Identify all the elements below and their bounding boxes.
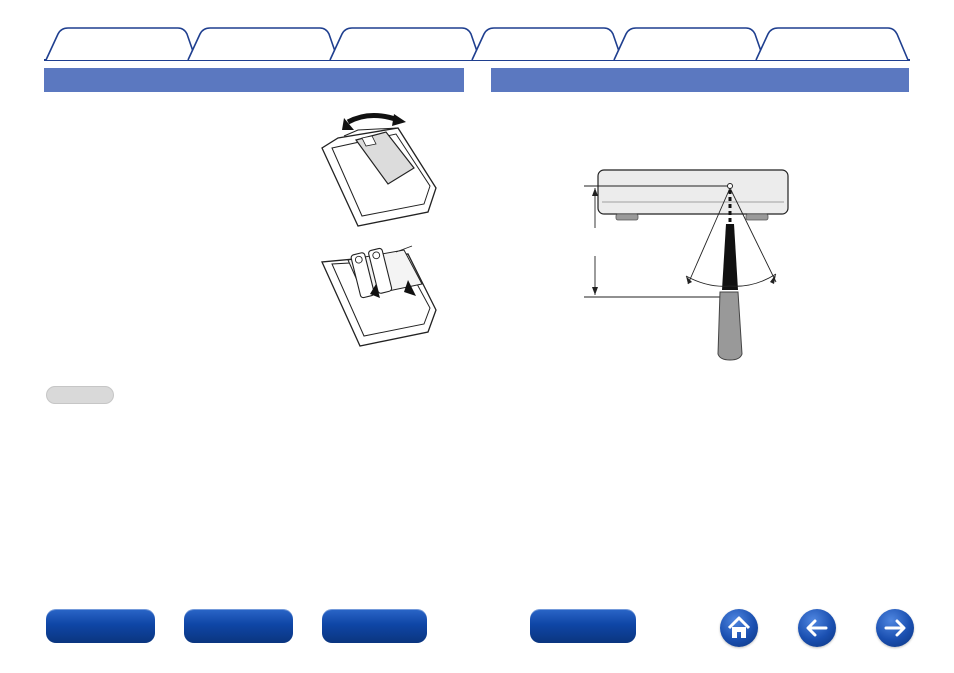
forward-arrow-icon xyxy=(884,619,906,637)
remote-cover-open-illustration xyxy=(321,113,437,227)
note-badge xyxy=(46,386,114,404)
top-tab-strip xyxy=(44,27,910,61)
nav-button-4[interactable] xyxy=(530,609,636,643)
tab-3[interactable] xyxy=(329,27,481,61)
forward-button[interactable] xyxy=(876,609,914,647)
tab-1[interactable] xyxy=(45,27,197,61)
tab-5[interactable] xyxy=(613,27,765,61)
tab-6[interactable] xyxy=(755,27,909,61)
left-section-header xyxy=(44,68,464,92)
tab-2[interactable] xyxy=(187,27,339,61)
nav-button-3[interactable] xyxy=(322,609,427,643)
nav-button-2[interactable] xyxy=(184,609,293,643)
operating-range-diagram xyxy=(584,169,789,361)
right-section-header xyxy=(491,68,909,92)
back-arrow-icon xyxy=(806,619,828,637)
remote-battery-insert-illustration xyxy=(321,245,437,347)
home-icon xyxy=(727,616,751,638)
home-button[interactable] xyxy=(720,609,758,647)
back-button[interactable] xyxy=(798,609,836,647)
nav-button-1[interactable] xyxy=(46,609,155,643)
tab-4[interactable] xyxy=(471,27,623,61)
